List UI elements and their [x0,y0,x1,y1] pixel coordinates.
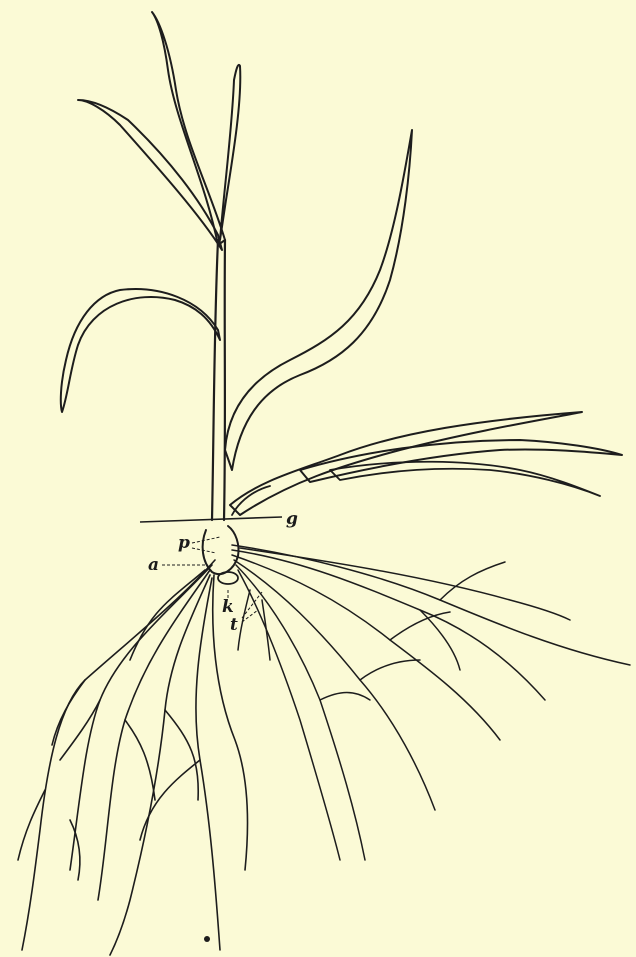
label-t: t [230,615,238,635]
ink-speck [204,936,210,942]
leaf-top-center [152,12,225,245]
stem [212,240,225,520]
leaf-upper-left [78,100,222,250]
label-a: a [148,555,159,575]
leaf-right-tall [225,130,412,470]
roots-left [18,560,248,955]
leaf-drooping-left [61,289,220,412]
kernel [218,572,238,584]
shoot [61,12,622,520]
roots-right [232,545,630,860]
leaf-lower-right-c [330,462,600,496]
label-g: g [286,509,298,529]
leaf-top-right [220,65,240,240]
leaf-lower-right-b [300,440,622,482]
label-k: k [222,597,234,617]
label-p: p [178,533,190,553]
leaf-lower-right-a [230,412,582,515]
